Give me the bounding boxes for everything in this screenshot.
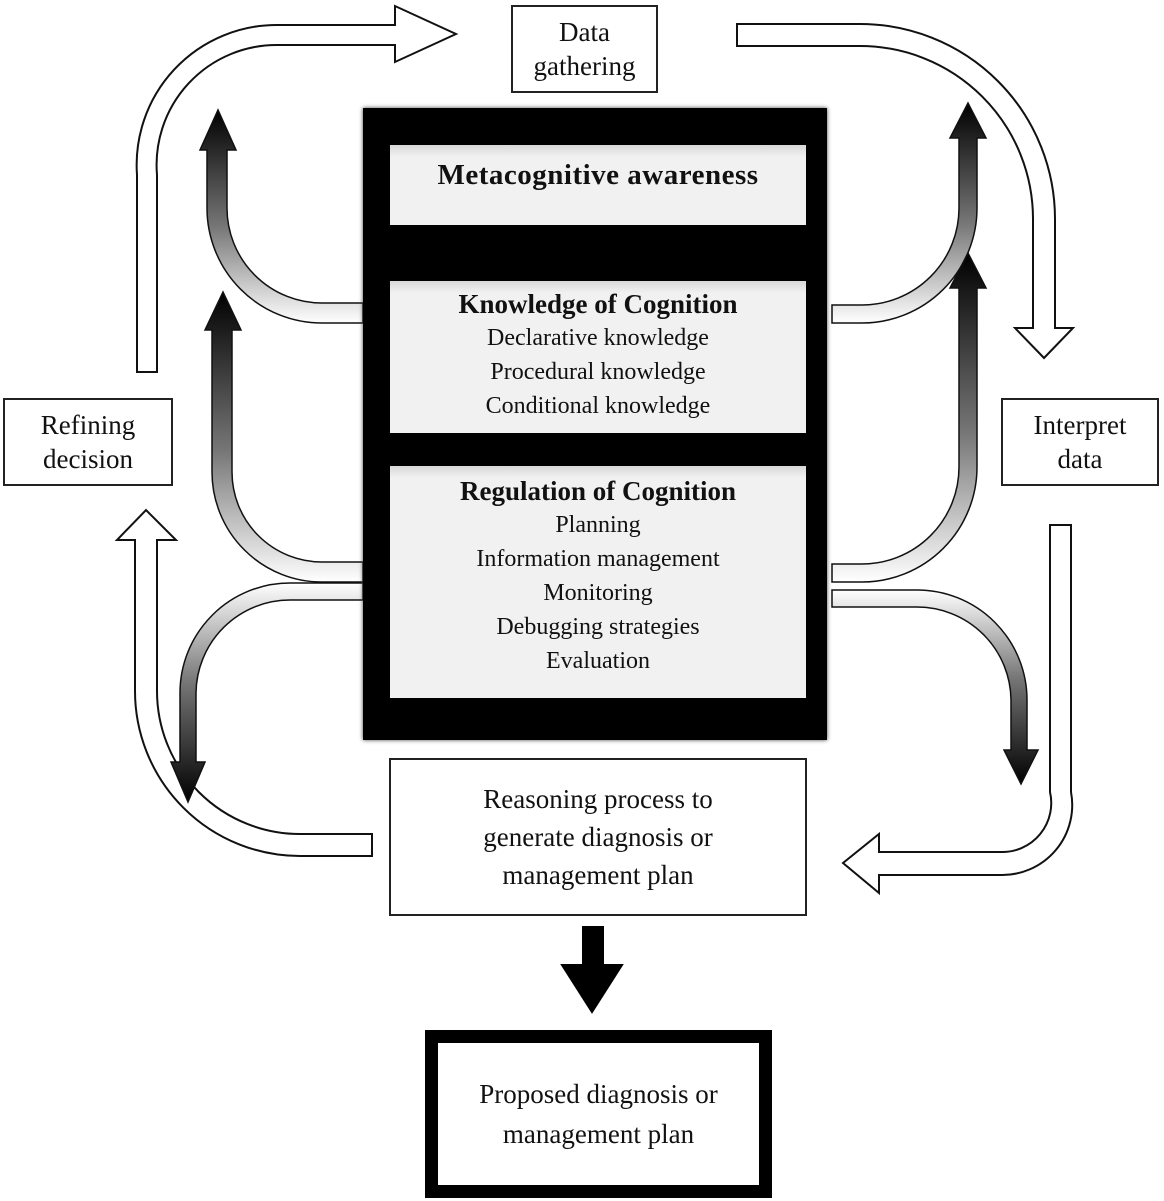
node-label: generate diagnosis or xyxy=(483,822,713,852)
regulation-item: Monitoring xyxy=(543,580,653,606)
node-reasoning-process: Reasoning process to generate diagnosis … xyxy=(389,758,807,916)
node-interpret-data: Interpret data xyxy=(1001,398,1159,486)
knowledge-item: Declarative knowledge xyxy=(487,325,709,351)
regulation-item: Evaluation xyxy=(546,648,650,674)
knowledge-item: Conditional knowledge xyxy=(485,393,711,419)
node-label: Proposed diagnosis or xyxy=(479,1079,718,1109)
node-label: management plan xyxy=(502,1119,695,1149)
node-label: Refining xyxy=(40,410,136,440)
arrow-interpret-to-reasoning xyxy=(841,524,1074,896)
meta-arrow-left-lower xyxy=(169,582,364,804)
node-label: decision xyxy=(43,444,133,474)
arrow-reasoning-to-refining xyxy=(114,508,373,857)
node-refining-decision: Refining decision xyxy=(3,398,173,486)
regulation-item: Planning xyxy=(555,512,641,538)
node-data-gathering: Data gathering xyxy=(511,5,658,93)
meta-arrow-right-middle xyxy=(831,251,988,583)
node-label: data xyxy=(1057,444,1103,474)
meta-arrow-left-middle xyxy=(203,290,364,583)
regulation-heading: Regulation of Cognition xyxy=(459,476,737,506)
node-label: Interpret xyxy=(1033,410,1127,440)
knowledge-of-cognition-box: Knowledge of Cognition Declarative knowl… xyxy=(390,281,806,433)
metacognitive-awareness-title: Metacognitive awareness xyxy=(437,159,759,191)
metacognition-panel: Metacognitive awareness Knowledge of Cog… xyxy=(363,108,827,740)
meta-arrow-left-upper xyxy=(198,108,364,324)
knowledge-heading: Knowledge of Cognition xyxy=(458,289,738,319)
arrow-reasoning-to-proposed xyxy=(560,926,624,1014)
node-label: gathering xyxy=(533,51,636,81)
meta-arrow-right-upper xyxy=(831,101,988,324)
node-label: Reasoning process to xyxy=(483,784,713,814)
knowledge-item: Procedural knowledge xyxy=(490,359,706,385)
regulation-item: Debugging strategies xyxy=(496,614,700,640)
regulation-item: Information management xyxy=(476,546,720,572)
arrow-refining-to-data-gathering xyxy=(135,4,459,373)
arrow-data-gathering-to-interpret xyxy=(736,23,1076,360)
node-proposed-diagnosis: Proposed diagnosis or management plan xyxy=(425,1030,772,1198)
node-label: management plan xyxy=(502,860,694,890)
meta-arrow-right-lower xyxy=(831,589,1040,786)
regulation-of-cognition-box: Regulation of Cognition Planning Informa… xyxy=(390,466,806,698)
metacognitive-awareness-box: Metacognitive awareness xyxy=(390,145,806,225)
node-label: Data xyxy=(559,17,610,47)
